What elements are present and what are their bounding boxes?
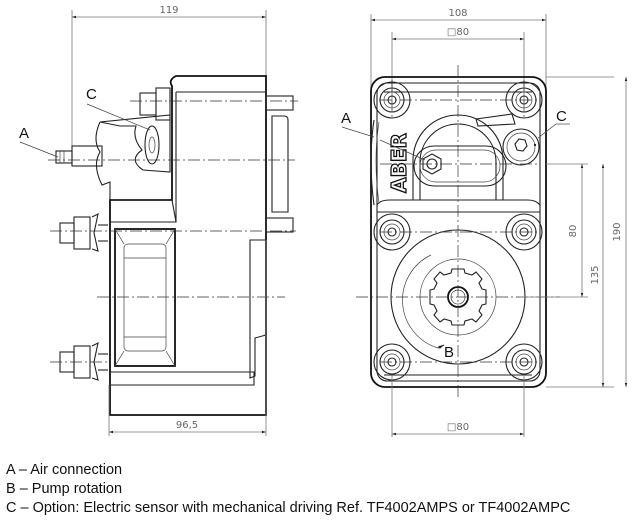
callout-c-side: C	[86, 86, 97, 103]
valve-head	[99, 114, 171, 173]
dimension-96-5: 96,5	[108, 240, 267, 436]
dimension-label-190: 190	[612, 222, 623, 241]
dimension-label-square-80-bottom: □80	[447, 422, 469, 433]
legend-item-b: B – Pump rotation	[6, 481, 123, 497]
dimension-80-bottom: □80	[391, 375, 525, 437]
dimension-135: 135	[590, 164, 605, 387]
hex-socket	[514, 138, 528, 152]
dimension-label-119: 119	[159, 5, 178, 16]
dimension-label-square-80-top: □80	[447, 27, 469, 38]
dimension-label-108: 108	[448, 8, 467, 19]
dimension-label-96-5: 96,5	[176, 420, 198, 431]
legend-item-c: C – Option: Electric sensor with mechani…	[6, 500, 571, 516]
rotation-arrow-icon	[437, 344, 445, 349]
dimension-119: 119	[71, 5, 267, 160]
spline-shaft	[429, 268, 487, 326]
callout-a-side: A	[19, 125, 29, 142]
front-body-outline	[370, 76, 547, 388]
side-window	[114, 228, 176, 367]
callout-a-front: A	[341, 110, 351, 127]
dimension-label-80-vertical: 80	[568, 225, 579, 238]
legend: A – Air connection B – Pump rotation C –…	[6, 461, 570, 518]
brand-text: ABER	[387, 133, 411, 193]
hex-nut-a	[422, 153, 442, 175]
valve-slot	[413, 145, 507, 187]
dimension-label-135: 135	[590, 265, 601, 284]
technical-drawing: 119	[19, 5, 628, 437]
callout-b: B	[444, 344, 454, 361]
side-view: 119	[19, 5, 298, 436]
stud-mid-left	[59, 212, 108, 252]
legend-item-a: A – Air connection	[6, 462, 123, 478]
dimension-80-vertical: 80	[568, 164, 584, 297]
front-view: 108 □80	[341, 8, 628, 437]
sensor-c-front	[502, 128, 540, 166]
sensor-c	[144, 125, 160, 165]
stud-mid-right	[265, 217, 294, 233]
callout-c-front: C	[556, 108, 567, 125]
rotation-arc	[402, 254, 439, 349]
nut-top-left	[139, 92, 157, 116]
dimension-108: 108	[370, 8, 547, 95]
pump-body-outline	[109, 75, 267, 416]
stud-top-right	[265, 95, 294, 111]
dimension-190: 190	[612, 77, 628, 387]
stud-bottom-left	[59, 341, 108, 381]
